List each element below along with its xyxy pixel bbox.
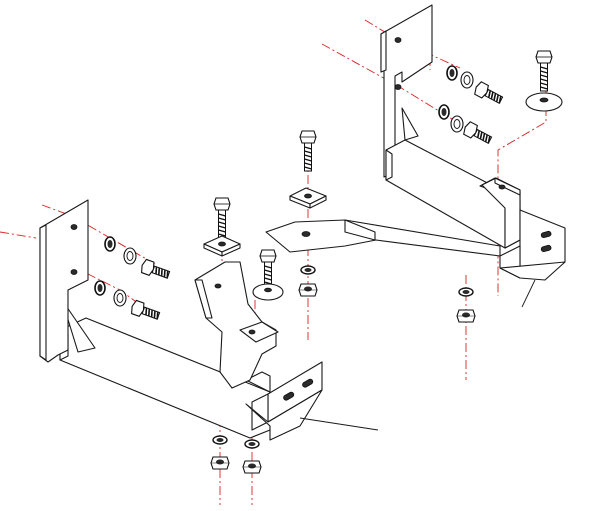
right-crossmember (385, 107, 566, 281)
leader-lines (299, 279, 536, 431)
left-bolt-lower (94, 280, 162, 324)
left-bolt-upper (104, 236, 172, 283)
right-bolt-upper (446, 65, 506, 108)
left-vertical-bolt (203, 197, 241, 257)
left-lower-nuts (210, 435, 262, 474)
right-bolt-lower (438, 104, 495, 148)
left-mid-bolt (252, 249, 284, 301)
left-end-plate (245, 361, 323, 441)
center-bolt (289, 130, 327, 209)
left-center-bracket (194, 261, 279, 389)
center-link-plate (265, 219, 501, 257)
left-frame-bracket (39, 199, 89, 363)
right-frame-bracket (380, 4, 433, 178)
right-vertical-bolt (525, 50, 563, 112)
